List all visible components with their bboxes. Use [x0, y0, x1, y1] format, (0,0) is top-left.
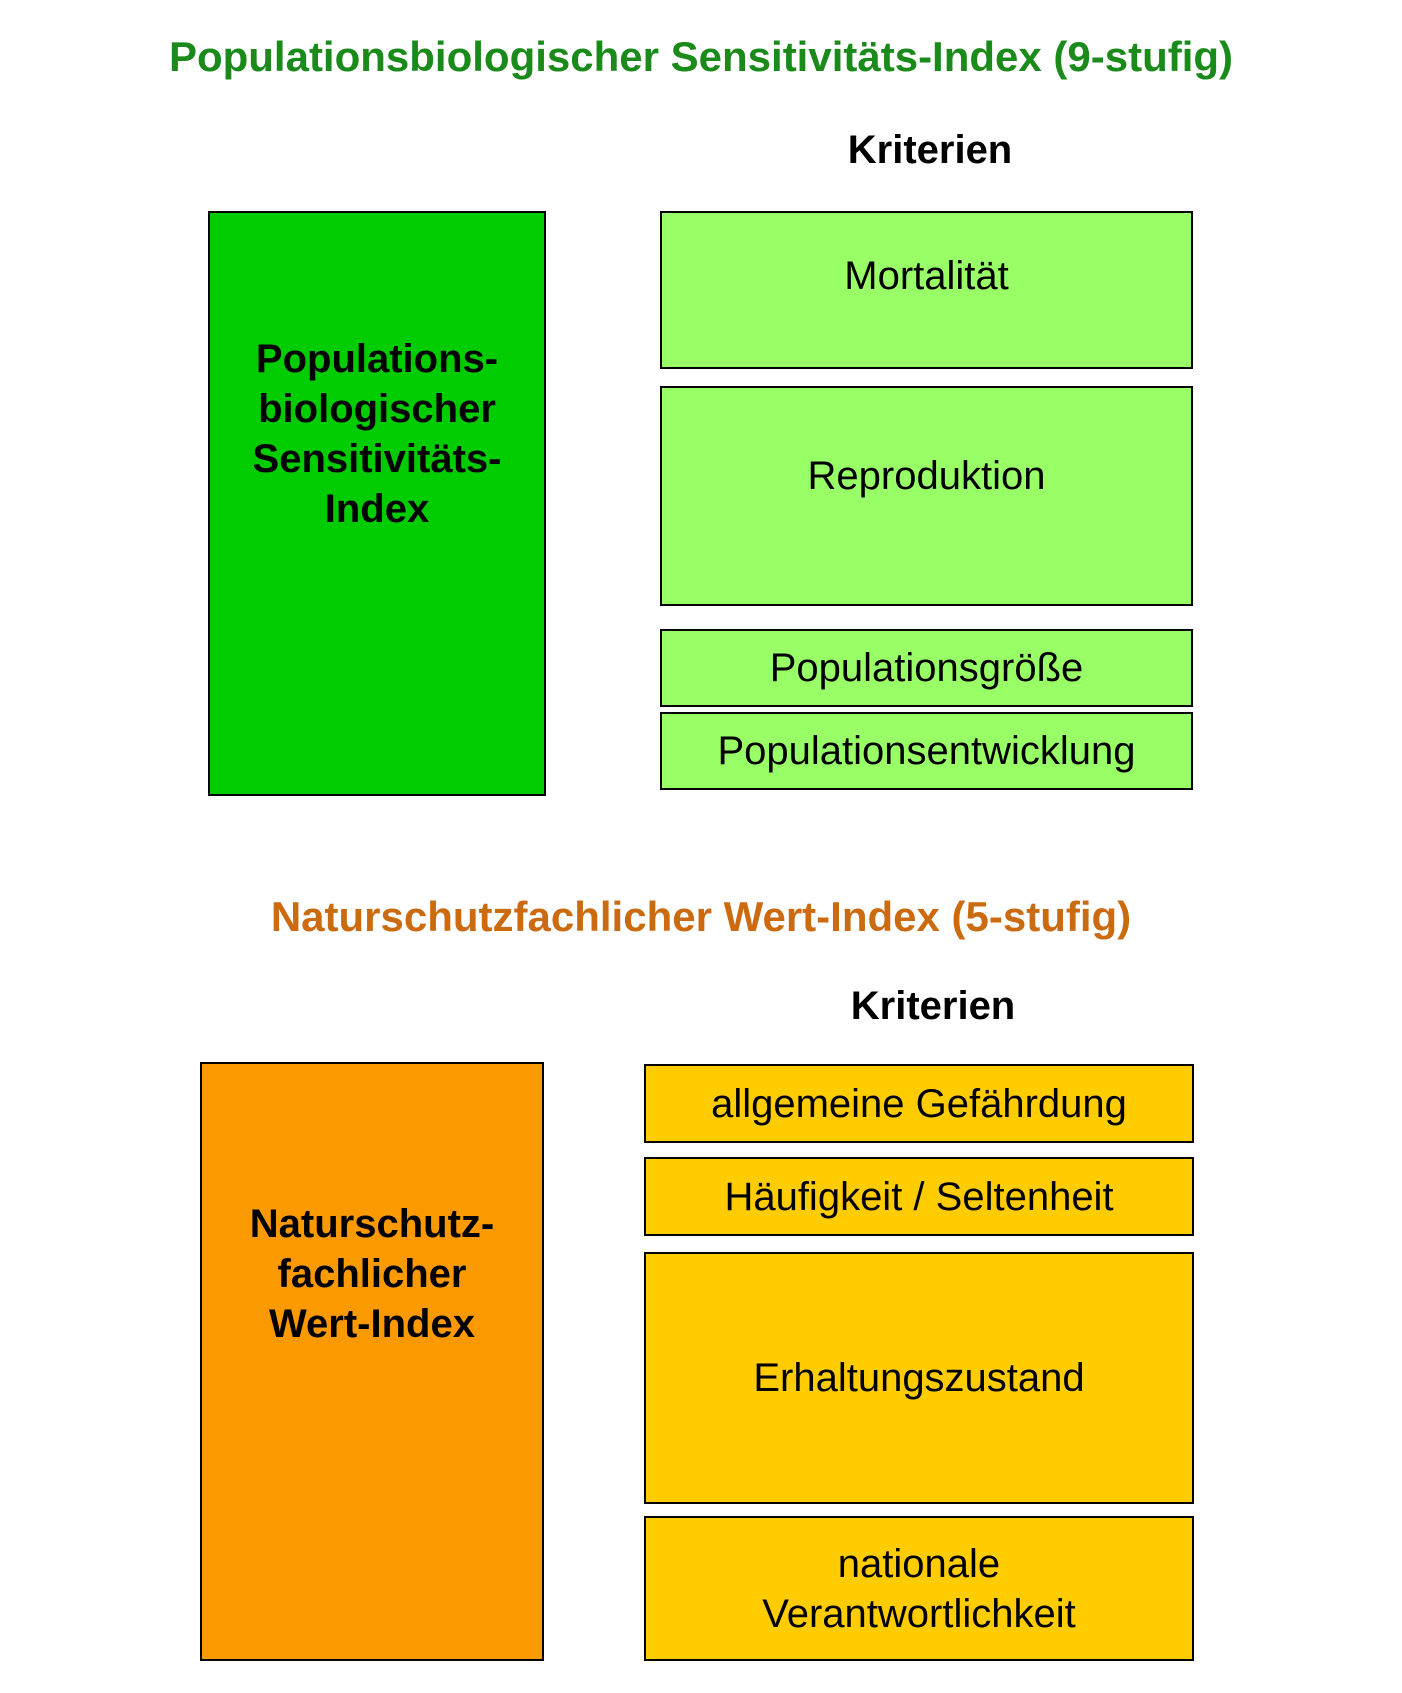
criterion-label: nationale Verantwortlichkeit — [762, 1541, 1076, 1636]
section1-criteria-heading: Kriterien — [847, 128, 1013, 172]
section2-index-box-label: Naturschutz- fachlicher Wert-Index — [249, 1202, 495, 1346]
criterion-label: Erhaltungszustand — [753, 1356, 1085, 1400]
criterion-label: Häufigkeit / Seltenheit — [724, 1174, 1114, 1219]
criterion-box-populationsentwicklung: Populationsentwicklung — [660, 712, 1193, 790]
section1-index-box: Populations- biologischer Sensitivitäts-… — [208, 211, 546, 796]
criterion-box-haeufigkeit: Häufigkeit / Seltenheit — [644, 1157, 1194, 1236]
section2-index-box: Naturschutz- fachlicher Wert-Index — [200, 1062, 544, 1661]
section1-index-box-label: Populations- biologischer Sensitivitäts-… — [252, 336, 502, 531]
criterion-label: allgemeine Gefährdung — [711, 1081, 1127, 1126]
criterion-box-erhaltungszustand: Erhaltungszustand — [644, 1252, 1194, 1504]
criterion-box-mortalitaet: Mortalität — [660, 211, 1193, 369]
section2-title: Naturschutzfachlicher Wert-Index (5-stuf… — [270, 893, 1132, 940]
criterion-box-gefaehrdung: allgemeine Gefährdung — [644, 1064, 1194, 1143]
criterion-label: Mortalität — [844, 254, 1009, 298]
section1-title: Populationsbiologischer Sensitivitäts-In… — [168, 33, 1234, 80]
criterion-box-reproduktion: Reproduktion — [660, 386, 1193, 606]
criterion-box-verantwortlichkeit: nationale Verantwortlichkeit — [644, 1516, 1194, 1661]
criterion-label: Populationsentwicklung — [717, 729, 1136, 773]
section2-criteria-heading: Kriterien — [850, 984, 1016, 1028]
criterion-label: Populationsgröße — [769, 646, 1084, 690]
criterion-label: Reproduktion — [807, 454, 1046, 498]
criterion-box-populationsgroesse: Populationsgröße — [660, 629, 1193, 707]
